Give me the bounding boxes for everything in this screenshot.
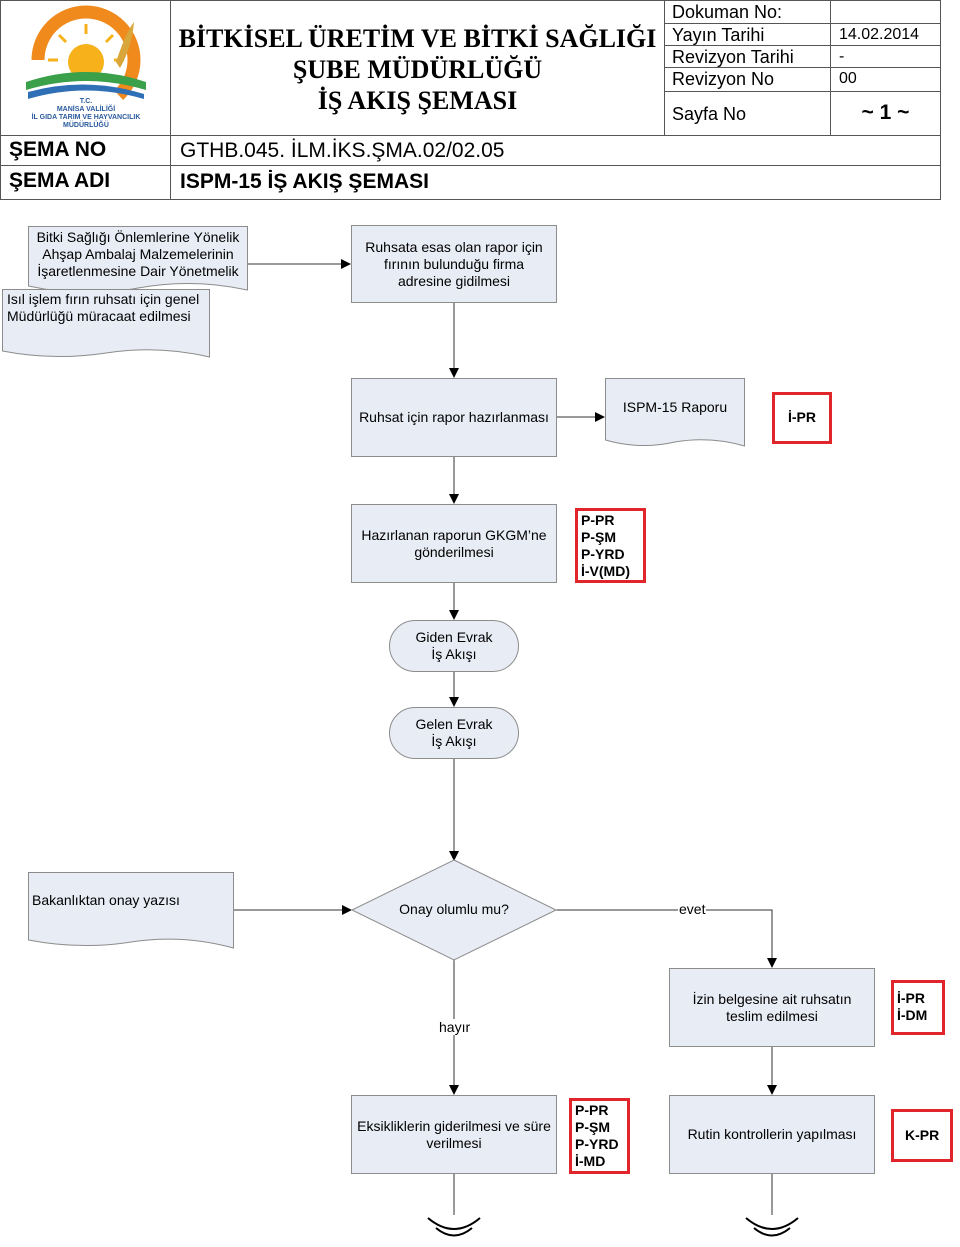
step-routine-text: Rutin kontrollerin yapılması <box>687 1126 857 1142</box>
title-cell: BİTKİSEL ÜRETİM VE BİTKİ SAĞLIĞI ŞUBE MÜ… <box>170 0 665 136</box>
doc-no-label: Dokuman No: <box>672 2 783 22</box>
resp-deficiency-code-4: İ-MD <box>575 1153 606 1169</box>
step-report-text: Ruhsat için rapor hazırlanması <box>359 409 549 425</box>
doc-ispm-report: ISPM-15 Raporu <box>605 378 745 450</box>
resp-send-code-2: P-ŞM <box>581 529 616 545</box>
resp-send-code-1: P-PR <box>581 512 615 528</box>
resp-send: P-PR P-ŞM P-YRD İ-V(MD) <box>575 508 646 583</box>
ministry-logo: T.C. MANİSA VALİLİĞİ İL GIDA TARIM VE HA… <box>6 2 166 134</box>
step-send-text: Hazırlanan raporun GKGM’ne gönderilmesi <box>361 526 547 560</box>
header-title: BİTKİSEL ÜRETİM VE BİTKİ SAĞLIĞI ŞUBE MÜ… <box>171 1 664 116</box>
logo-text-mudurluk-2: MÜDÜRLÜĞÜ <box>63 122 109 129</box>
logo-text-tc: T.C. <box>79 98 93 105</box>
step-visit: Ruhsata esas olan rapor için fırının bul… <box>351 225 557 303</box>
resp-deficiency-code-1: P-PR <box>575 1102 609 1118</box>
resp-deliver: İ-PR İ-DM <box>891 980 945 1035</box>
step-deliver-text: İzin belgesine ait ruhsatın teslim edilm… <box>692 990 852 1024</box>
resp-report-code: İ-PR <box>788 409 816 425</box>
step-routine: Rutin kontrollerin yapılması <box>669 1095 875 1174</box>
resp-routine: K-PR <box>891 1109 953 1162</box>
label-no: hayır <box>438 1019 472 1035</box>
page-label: Sayfa No <box>672 104 747 124</box>
rev-date-value: - <box>839 48 845 65</box>
term-outgoing-workflow[interactable]: Giden Evrak İş Akışı <box>389 620 519 672</box>
document-shape-icon <box>605 378 745 447</box>
doc-ispm-report-text: ISPM-15 Raporu <box>622 399 728 415</box>
decision-diamond <box>350 859 558 961</box>
step-report: Ruhsat için rapor hazırlanması <box>351 378 557 457</box>
rev-no-value: 00 <box>839 70 857 87</box>
decision-text: Onay olumlu mu? <box>399 901 509 917</box>
continuation-right-outer <box>745 1217 799 1230</box>
step-send: Hazırlanan raporun GKGM’ne gönderilmesi <box>351 504 557 583</box>
logo-text-valilik: MANİSA VALİLİĞİ <box>56 106 116 113</box>
resp-send-code-3: P-YRD <box>581 546 625 562</box>
continuation-left-inner <box>435 1227 473 1237</box>
logo-emblem-icon <box>26 5 146 115</box>
logo-text-mudurluk: İL GIDA TARIM VE HAYVANCILIK <box>31 114 141 121</box>
resp-deficiency: P-PR P-ŞM P-YRD İ-MD <box>569 1098 630 1174</box>
title-line-1: BİTKİSEL ÜRETİM VE BİTKİ SAĞLIĞI <box>178 24 657 53</box>
resp-deliver-code-1: İ-PR <box>897 990 925 1006</box>
schema-no-value: GTHB.045. İLM.İKS.ŞMA.02/02.05 <box>180 139 505 162</box>
document-shape-icon <box>2 289 210 358</box>
doc-approval: Bakanlıktan onay yazısı <box>28 872 234 950</box>
schema-name-value-cell: ISPM-15 İŞ AKIŞ ŞEMASI <box>170 165 941 200</box>
resp-deficiency-code-2: P-ŞM <box>575 1119 610 1135</box>
document-header: T.C. MANİSA VALİLİĞİ İL GIDA TARIM VE HA… <box>0 0 941 200</box>
doc-regulation-text: Bitki Sağlığı Önlemlerine Yönelik Ahşap … <box>36 229 240 279</box>
term-outgoing-line-2: İş Akışı <box>431 646 477 662</box>
rev-date-label: Revizyon Tarihi <box>672 47 794 67</box>
doc-approval-text: Bakanlıktan onay yazısı <box>32 892 180 908</box>
term-outgoing-line-1: Giden Evrak <box>415 629 493 645</box>
document-shape-icon <box>28 872 234 949</box>
page-value: ~ 1 ~ <box>861 101 910 124</box>
step-deficiency-text: Eksikliklerin giderilmesi ve süre verilm… <box>357 1117 551 1151</box>
title-line-2: ŞUBE MÜDÜRLÜĞÜ <box>292 55 543 84</box>
doc-application-text: Isıl işlem fırın ruhsatı için genel Müdü… <box>7 291 200 324</box>
term-incoming-workflow[interactable]: Gelen Evrak İş Akışı <box>389 707 519 759</box>
rev-no-label: Revizyon No <box>672 69 775 89</box>
pub-date-value: 14.02.2014 <box>839 26 920 43</box>
resp-deliver-code-2: İ-DM <box>897 1007 928 1023</box>
continuation-symbols <box>427 1217 799 1237</box>
resp-deficiency-code-3: P-YRD <box>575 1136 619 1152</box>
schema-name-value: ISPM-15 İŞ AKIŞ ŞEMASI <box>180 170 429 193</box>
continuation-left-outer <box>427 1217 481 1230</box>
doc-application: Isıl işlem fırın ruhsatı için genel Müdü… <box>2 289 210 359</box>
step-deliver: İzin belgesine ait ruhsatın teslim edilm… <box>669 968 875 1047</box>
term-incoming-line-2: İş Akışı <box>431 733 477 749</box>
continuation-right-inner <box>753 1227 791 1237</box>
pub-date-label: Yayın Tarihi <box>672 25 765 45</box>
logo-caption: T.C. MANİSA VALİLİĞİ İL GIDA TARIM VE HA… <box>6 98 166 130</box>
schema-name-label: ŞEMA ADI <box>9 169 111 192</box>
resp-routine-code: K-PR <box>905 1127 940 1143</box>
step-visit-text: Ruhsata esas olan rapor için fırının bul… <box>365 238 543 289</box>
term-incoming-line-1: Gelen Evrak <box>415 716 493 732</box>
label-yes: evet <box>678 901 707 917</box>
schema-no-label: ŞEMA NO <box>9 138 107 161</box>
step-deficiency: Eksikliklerin giderilmesi ve süre verilm… <box>351 1095 557 1174</box>
arrow-decision-yes <box>556 909 777 968</box>
doc-regulation: Bitki Sağlığı Önlemlerine Yönelik Ahşap … <box>28 226 248 296</box>
resp-send-code-4: İ-V(MD) <box>581 563 630 579</box>
resp-report: İ-PR <box>772 392 832 444</box>
title-line-3: İŞ AKIŞ ŞEMASI <box>317 86 518 115</box>
